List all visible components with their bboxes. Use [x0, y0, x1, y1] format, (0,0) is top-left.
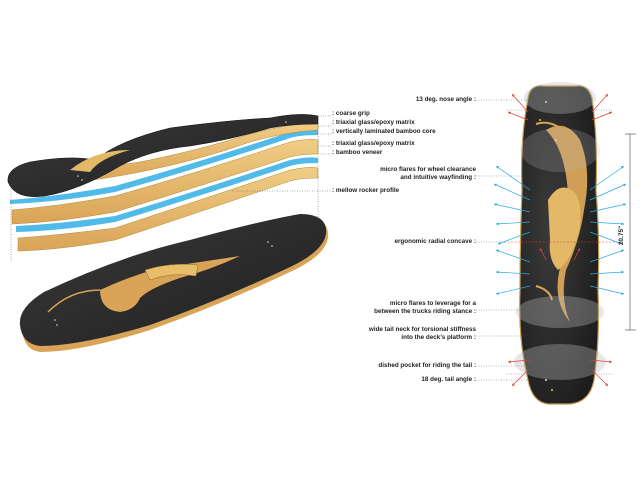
top-view-deck — [504, 82, 618, 405]
label-dished-pocket: dished pocket for riding the tail : — [378, 362, 476, 369]
flow-arrow-head — [508, 360, 511, 364]
flow-arrow — [507, 111, 529, 121]
flow-arrow-head — [609, 111, 612, 115]
label-tail-neck-b: into the deck’s platform : — [401, 334, 476, 341]
label-micro-flares-1a: micro flares for wheel clearance — [380, 166, 476, 173]
flow-arrow — [589, 249, 625, 263]
flow-arrow — [591, 93, 609, 113]
flow-arrow-head — [494, 183, 497, 187]
label-micro-flares-2a: micro flares to leverage for a — [389, 300, 476, 307]
label-bamboo-veneer: : bamboo veneer — [332, 149, 383, 156]
upper-glass-layer — [10, 129, 318, 204]
label-triaxial-glass-upper: : triaxial glass/epoxy matrix — [332, 118, 415, 126]
flow-arrow — [591, 111, 613, 121]
flow-arrow-head — [621, 291, 624, 295]
flow-arrow-head — [512, 383, 515, 386]
flow-arrow — [589, 203, 627, 213]
flow-arrow-head — [609, 360, 612, 364]
flow-arrow — [507, 359, 531, 363]
label-nose-angle: 13 deg. nose angle : — [415, 96, 476, 103]
lower-glass-layer — [16, 157, 318, 232]
flow-arrow-head — [619, 241, 622, 245]
flow-arrow-head — [621, 249, 624, 253]
label-tail-angle: 18 deg. tail angle : — [421, 376, 476, 383]
assembled-deck — [19, 214, 329, 352]
flow-arrow-head — [498, 241, 501, 245]
label-micro-flares-2b: between the trucks riding stance : — [374, 308, 476, 315]
flow-arrow — [495, 221, 531, 225]
flow-arrow-head — [512, 94, 515, 97]
upper-bamboo-plank — [59, 122, 319, 185]
label-radial-concave: ergonomic radial concave : — [394, 238, 476, 245]
flow-arrow — [591, 369, 609, 387]
flow-arrow-head — [496, 166, 499, 169]
flow-arrow-head — [539, 248, 543, 251]
flow-arrow — [589, 183, 627, 201]
flow-arrow-head — [623, 183, 626, 187]
flow-arrow — [511, 93, 529, 113]
flow-arrow — [511, 369, 529, 387]
flow-arrow — [495, 285, 531, 295]
flow-arrow — [589, 271, 625, 275]
label-length-dimension: 20.75" — [618, 225, 626, 246]
flow-arrow-head — [577, 248, 581, 251]
bamboo-veneer-layer — [17, 167, 319, 252]
flow-arrow — [495, 271, 531, 275]
label-triaxial-glass-lower: : triaxial glass/epoxy matrix — [332, 140, 415, 147]
flow-arrow-head — [508, 111, 511, 115]
flow-arrow-head — [496, 222, 499, 226]
label-rocker-profile: : mellow rocker profile — [332, 187, 400, 194]
flow-arrow — [589, 285, 625, 295]
label-tail-neck-a: wide tail neck for torsional stiffness — [368, 326, 476, 333]
guide-lines — [10, 115, 332, 262]
flow-arrow — [589, 221, 625, 225]
flow-arrow — [493, 183, 531, 201]
label-micro-flares-1b: and intuitive wayfinding : — [400, 174, 476, 181]
flow-arrow — [589, 359, 613, 363]
exploded-layers — [7, 114, 319, 252]
flow-arrow-head — [621, 270, 624, 274]
label-bamboo-core: : vertically laminated bamboo core — [332, 128, 436, 135]
flow-arrow — [495, 249, 531, 263]
flow-arrow-head — [496, 291, 499, 295]
label-coarse-grip: : coarse grip — [332, 109, 370, 117]
label-leaders — [476, 99, 540, 381]
flow-arrow — [497, 231, 531, 245]
length-dimension — [625, 133, 636, 331]
flow-arrow-head — [623, 203, 626, 206]
deck-bamboo-inlay — [100, 256, 240, 312]
flow-arrow — [495, 165, 531, 191]
flow-arrow — [493, 203, 531, 213]
flow-arrow — [589, 231, 623, 245]
flow-arrows — [493, 93, 627, 387]
flow-arrow-head — [621, 166, 624, 169]
flow-arrow-head — [496, 270, 499, 274]
grip-cutout — [70, 150, 130, 172]
flow-arrow-head — [496, 249, 499, 253]
flow-arrow-head — [605, 383, 608, 386]
flow-arrow — [589, 165, 625, 191]
top-deck-inlay — [546, 125, 588, 322]
flow-arrow-head — [494, 203, 497, 206]
flow-arrow-head — [605, 94, 608, 97]
flow-arrow-head — [621, 222, 624, 226]
